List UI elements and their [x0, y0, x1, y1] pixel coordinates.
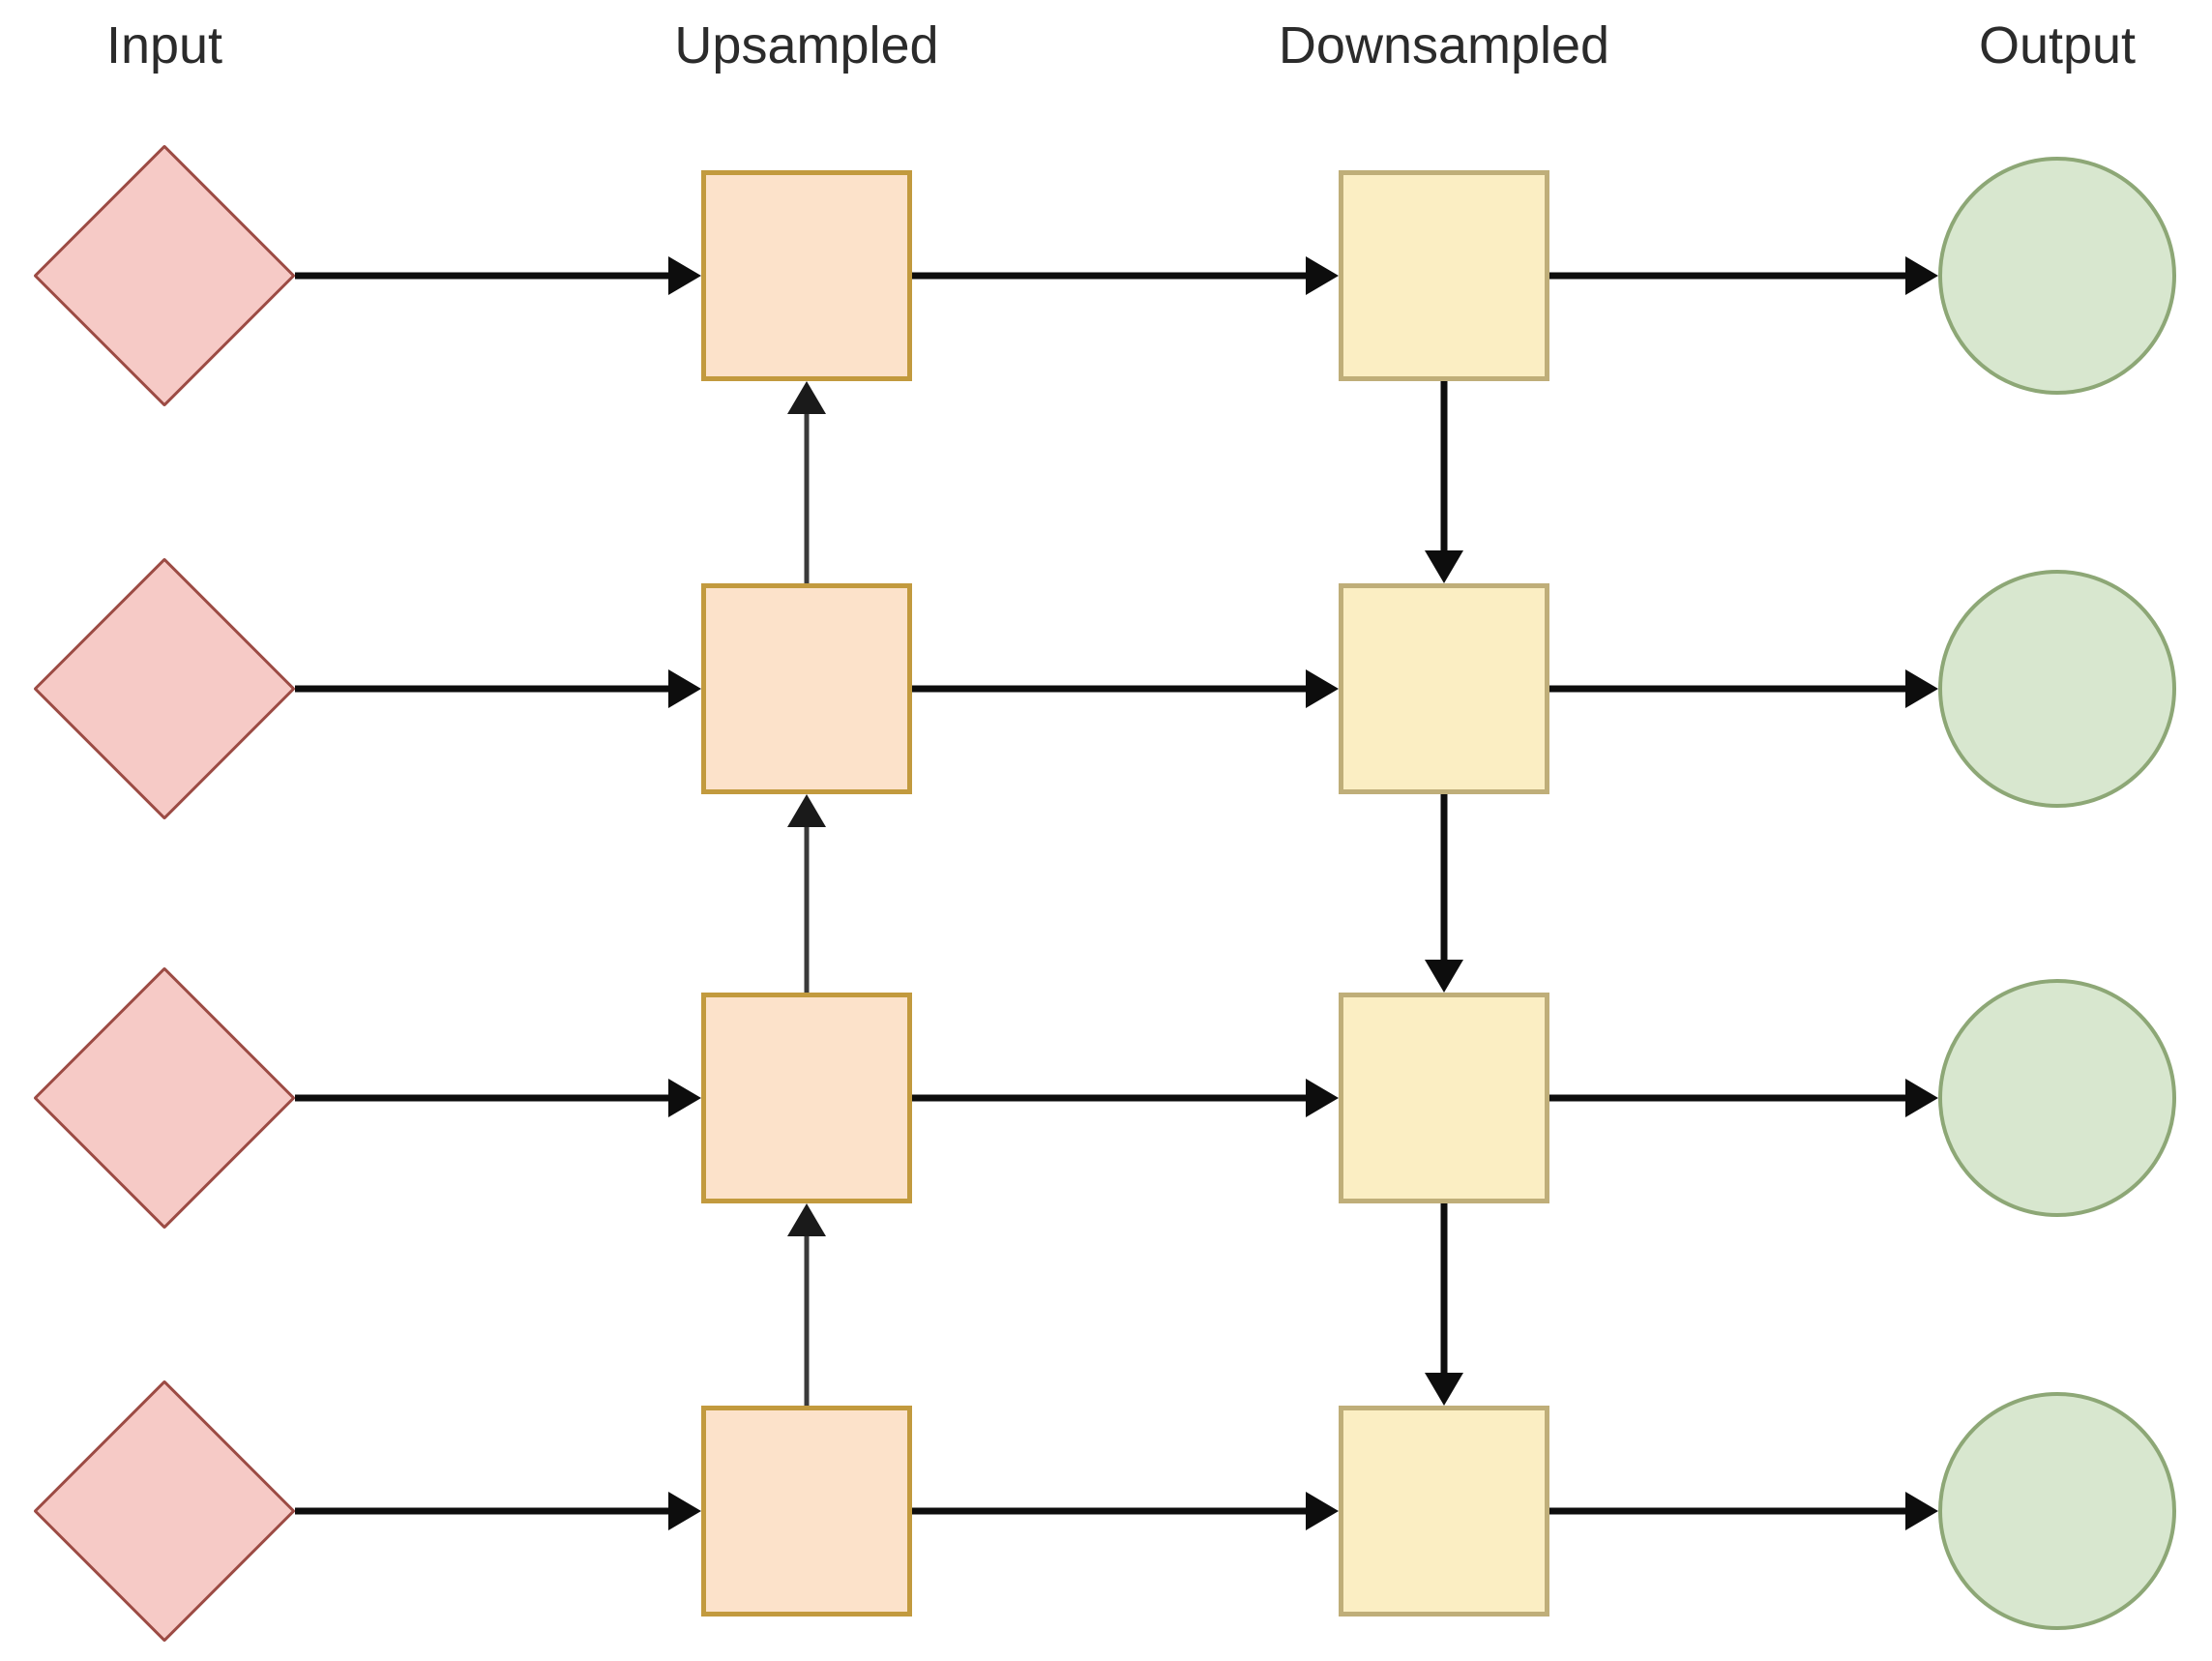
node-upsampled-1[interactable]: [701, 170, 912, 381]
arrowhead-right-upsampled-downsampled-row4: [1306, 1492, 1339, 1530]
arrowhead-down-downsampled-row2: [1425, 550, 1463, 583]
node-downsampled-2[interactable]: [1339, 583, 1549, 794]
arrowhead-right-upsampled-downsampled-row3: [1306, 1079, 1339, 1117]
node-output-2[interactable]: [1938, 570, 2176, 808]
arrowhead-right-input-upsampled-row4: [668, 1492, 701, 1530]
arrowhead-right-input-upsampled-row2: [668, 669, 701, 708]
node-upsampled-2[interactable]: [701, 583, 912, 794]
node-output-4[interactable]: [1938, 1392, 2176, 1630]
arrowhead-right-input-upsampled-row1: [668, 256, 701, 295]
column-header-input: Input: [105, 16, 223, 74]
node-upsampled-3[interactable]: [701, 993, 912, 1203]
column-header-output: Output: [1978, 16, 2137, 74]
arrowhead-down-downsampled-row4: [1425, 1373, 1463, 1406]
arrowhead-up-upsampled-row1: [787, 381, 826, 414]
node-input-3[interactable]: [33, 966, 296, 1230]
arrowhead-up-upsampled-row3: [787, 1203, 826, 1236]
node-output-1[interactable]: [1938, 157, 2176, 395]
node-input-4[interactable]: [33, 1379, 296, 1643]
node-downsampled-1[interactable]: [1339, 170, 1549, 381]
node-upsampled-4[interactable]: [701, 1406, 912, 1617]
node-input-1[interactable]: [33, 144, 296, 407]
arrowhead-right-input-upsampled-row3: [668, 1079, 701, 1117]
arrowhead-right-downsampled-output-row2: [1905, 669, 1938, 708]
arrowhead-right-downsampled-output-row4: [1905, 1492, 1938, 1530]
column-header-upsampled: Upsampled: [674, 16, 939, 74]
node-downsampled-3[interactable]: [1339, 993, 1549, 1203]
arrowhead-up-upsampled-row2: [787, 794, 826, 827]
arrowhead-down-downsampled-row3: [1425, 960, 1463, 993]
node-input-2[interactable]: [33, 557, 296, 820]
arrowhead-right-upsampled-downsampled-row2: [1306, 669, 1339, 708]
column-header-downsampled: Downsampled: [1278, 16, 1610, 74]
node-downsampled-4[interactable]: [1339, 1406, 1549, 1617]
arrowhead-right-downsampled-output-row1: [1905, 256, 1938, 295]
arrowhead-right-upsampled-downsampled-row1: [1306, 256, 1339, 295]
node-output-3[interactable]: [1938, 979, 2176, 1217]
arrowhead-right-downsampled-output-row3: [1905, 1079, 1938, 1117]
